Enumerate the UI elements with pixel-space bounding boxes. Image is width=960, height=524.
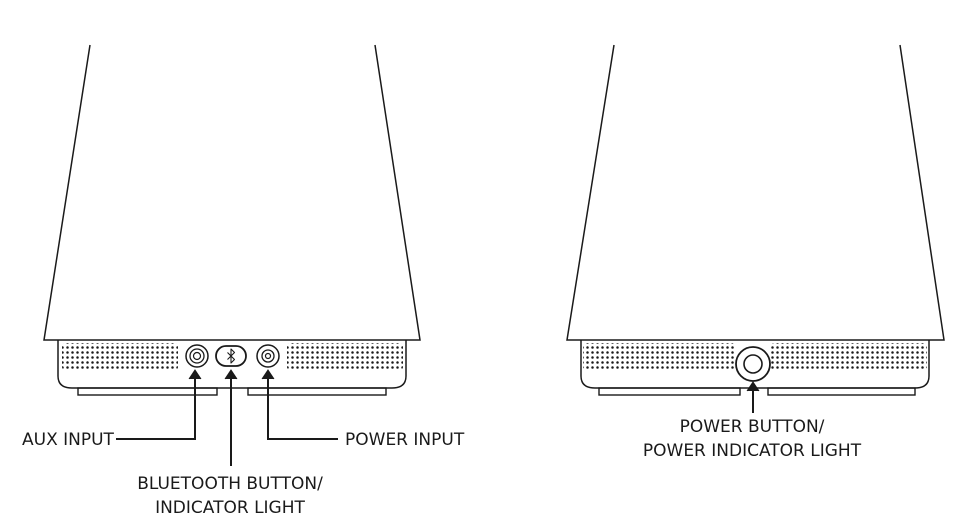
right-speaker-grille-left	[583, 343, 735, 370]
right-speaker-foot-left	[598, 387, 741, 396]
power-input-label: POWER INPUT	[345, 430, 465, 450]
right-speaker: POWER BUTTON/ POWER INDICATOR LIGHT	[566, 44, 945, 461]
power-input-leader	[261, 369, 338, 440]
aux-input-label: AUX INPUT	[22, 430, 115, 450]
right-speaker-body	[566, 44, 945, 341]
aux-input-jack[interactable]	[185, 344, 209, 368]
left-speaker-body	[43, 44, 421, 341]
bluetooth-icon	[227, 348, 236, 364]
power-button-label-line2: POWER INDICATOR LIGHT	[643, 441, 862, 461]
right-speaker-grille-right	[771, 343, 927, 370]
power-button-leader	[746, 381, 760, 413]
left-speaker-foot-left	[77, 387, 218, 396]
left-speaker-foot-right	[247, 387, 387, 396]
power-button-label-line1: POWER BUTTON/	[680, 417, 825, 437]
bluetooth-button[interactable]	[215, 345, 247, 367]
bluetooth-label-line2: INDICATOR LIGHT	[155, 498, 305, 518]
right-speaker-foot-right	[767, 387, 916, 396]
bluetooth-label-line1: BLUETOOTH BUTTON/	[137, 474, 323, 494]
left-speaker: AUX INPUT POWER INPUT BLUETOOTH BUTTON/ …	[22, 44, 465, 518]
aux-input-leader	[116, 369, 202, 440]
power-input-jack[interactable]	[256, 344, 280, 368]
power-button[interactable]	[735, 346, 771, 382]
bluetooth-leader	[224, 369, 238, 466]
left-speaker-grille-right	[287, 343, 403, 370]
left-speaker-grille-left	[62, 343, 178, 370]
